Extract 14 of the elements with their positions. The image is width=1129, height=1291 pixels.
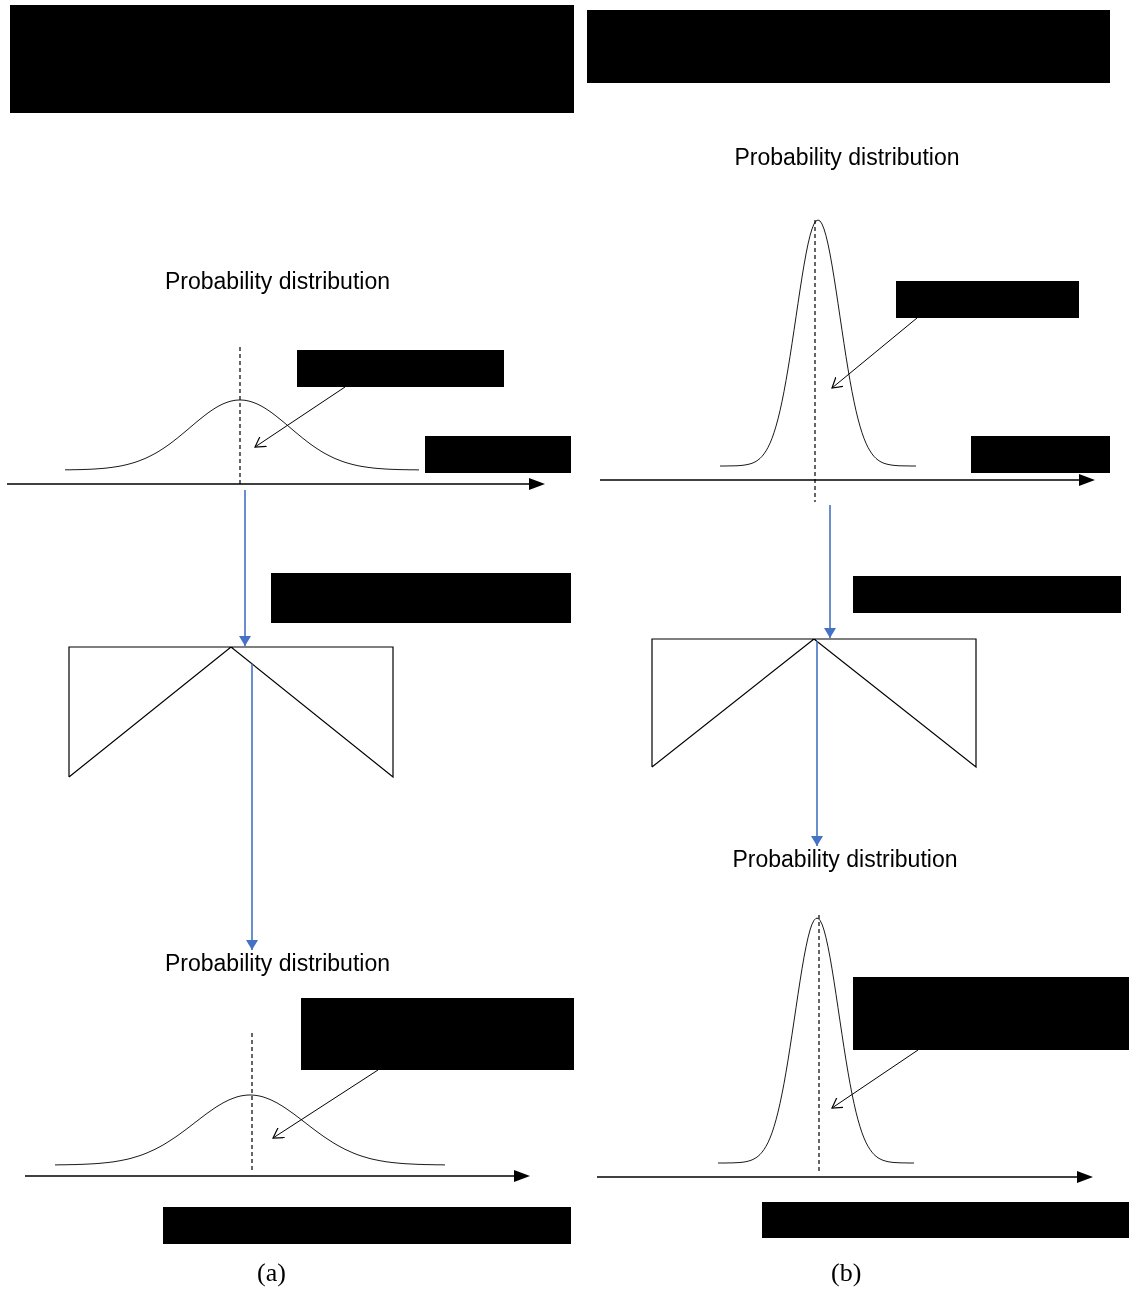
leader-arrow xyxy=(254,386,346,448)
leader-arrow xyxy=(831,317,918,389)
plot-title: Probability distribution xyxy=(732,846,958,872)
arrow xyxy=(811,640,823,847)
arrow xyxy=(824,504,836,639)
panel-label: (a) xyxy=(257,1258,286,1288)
arrow xyxy=(239,489,251,647)
arrow xyxy=(246,662,258,951)
leader-arrow xyxy=(831,1049,919,1109)
plot-title: Probability distribution xyxy=(734,144,960,170)
leader-arrow xyxy=(272,1069,379,1139)
plot-title: Probability distribution xyxy=(165,950,390,976)
plot-title: Probability distribution xyxy=(165,268,390,294)
panel-label: (b) xyxy=(831,1258,862,1288)
